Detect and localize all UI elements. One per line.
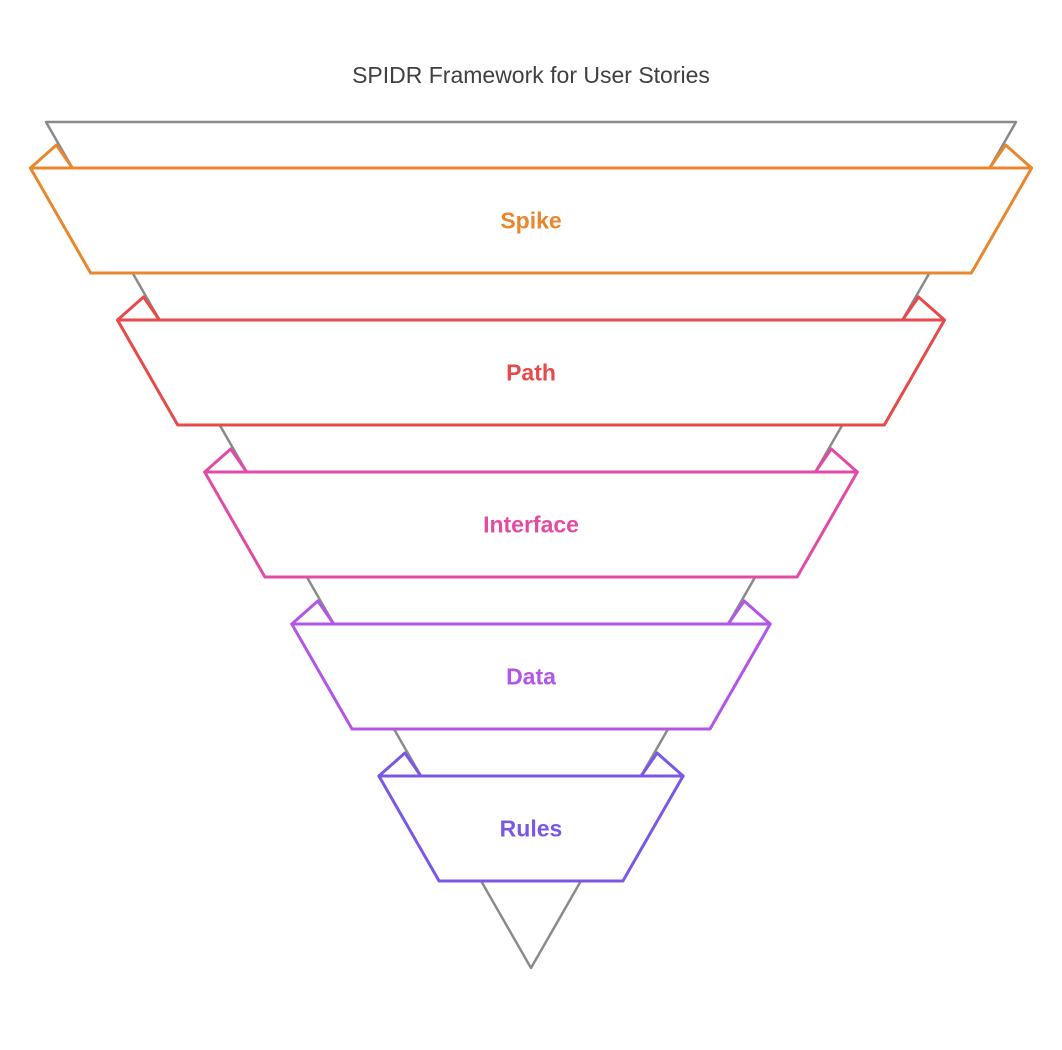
ribbon-fold-left (203, 447, 249, 474)
level-label-rules: Rules (500, 816, 563, 842)
ribbon-fold-left (116, 295, 161, 322)
level-label-interface: Interface (483, 512, 579, 538)
ribbon-fold-left (377, 751, 423, 778)
ribbon-band (290, 622, 772, 731)
ribbon-fold-right (726, 599, 772, 626)
ribbon-fold-right (988, 143, 1034, 170)
ribbon-band (377, 774, 685, 883)
funnel-level-interface: Interface (203, 447, 859, 579)
ribbon-band (28, 166, 1034, 275)
funnel-level-spike: Spike (28, 143, 1034, 275)
level-label-data: Data (506, 664, 556, 690)
level-label-path: Path (506, 360, 556, 386)
funnel-level-path: Path (116, 295, 946, 427)
diagram-title: SPIDR Framework for User Stories (352, 62, 710, 88)
ribbon-fold-right (901, 295, 946, 322)
level-label-spike: Spike (500, 208, 561, 234)
ribbon-fold-left (28, 143, 74, 170)
ribbon-band (116, 318, 946, 427)
ribbon-fold-right (639, 751, 685, 778)
funnel-level-rules: Rules (377, 751, 685, 883)
ribbon-band (203, 470, 859, 579)
ribbon-fold-right (813, 447, 859, 474)
funnel-level-data: Data (290, 599, 772, 731)
ribbon-fold-left (290, 599, 336, 626)
